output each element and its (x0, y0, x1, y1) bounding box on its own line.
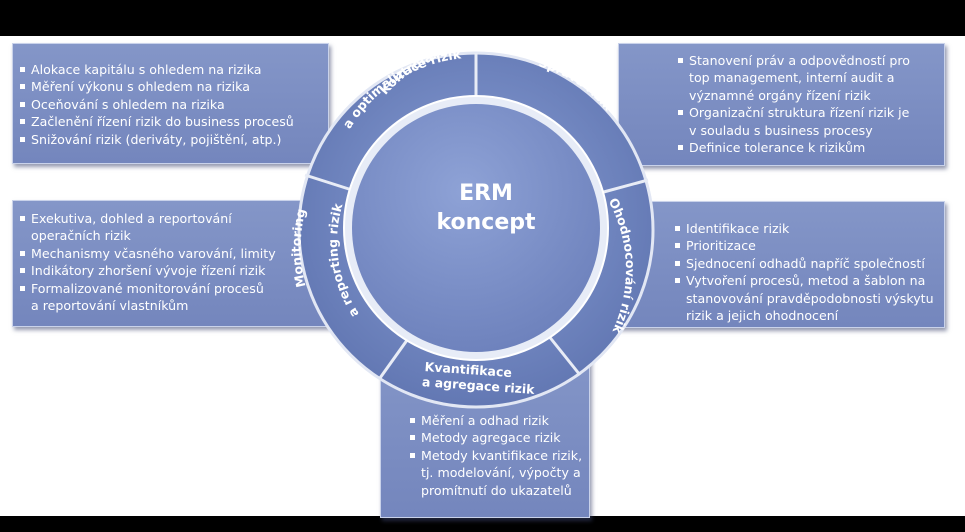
bullet-item: Měření a odhad rizik (409, 412, 582, 429)
bullet-item: Organizační struktura řízení rizik je (677, 104, 910, 121)
bullet-item: a reportování vlastníkům (31, 298, 189, 314)
bullet-item: Začlenění řízení rizik do business proce… (19, 113, 294, 130)
bullet-item: Stanovení práv a odpovědností pro (677, 52, 910, 69)
segment-monitoring-line1: Monitoring (289, 207, 309, 289)
bullet-item: Oceňování s ohledem na rizika (19, 96, 294, 113)
bullet-item: Alokace kapitálu s ohledem na rizika (19, 61, 294, 78)
segment-dividers (304, 53, 649, 379)
bullet-item: top management, interní audit a (689, 70, 895, 86)
bullet-item: Exekutiva, dohled a reportování (19, 210, 276, 227)
bullet-item: Metody kvantifikace rizik, (409, 447, 582, 464)
bullet-item: Identifikace rizik (674, 220, 934, 237)
bullet-item: Měření výkonu s ohledem na rizika (19, 78, 294, 95)
bullet-item: promítnutí do ukazatelů (421, 482, 572, 498)
bullet-item: stanovování pravděpodobnosti výskytu (686, 290, 934, 306)
center-title-line2: koncept (436, 210, 536, 235)
bullet-item: Vytvoření procesů, metod a šablon na (674, 272, 934, 289)
center-title-line1: ERM (459, 181, 513, 206)
bullet-item: Metody agregace rizik (409, 429, 582, 446)
center-circle (352, 104, 600, 352)
bullet-item: Formalizované monitorování procesů (19, 280, 276, 297)
bullet-item: významné orgány řízení rizik (689, 87, 871, 103)
segment-kvantifikace-line1: Kvantifikace (424, 359, 512, 380)
bullet-item: Mechanismy včasného varování, limity (19, 245, 276, 262)
bullet-item: Snižování rizik (deriváty, pojištění, at… (19, 131, 294, 148)
bullet-item: Sjednocení odhadů napříč společností (674, 255, 934, 272)
bullet-item: rizik a jejich ohodnocení (686, 308, 839, 324)
bullet-item: operačních rizik (31, 228, 131, 244)
bullet-item: tj. modelování, výpočty a (421, 465, 581, 481)
bullet-item: Definice tolerance k rizikům (677, 139, 910, 156)
bullet-item: Prioritizace (674, 237, 934, 254)
bullet-item: Indikátory zhoršení vývoje řízení rizik (19, 262, 276, 279)
bullet-item: v souladu s business procesy (689, 122, 873, 138)
